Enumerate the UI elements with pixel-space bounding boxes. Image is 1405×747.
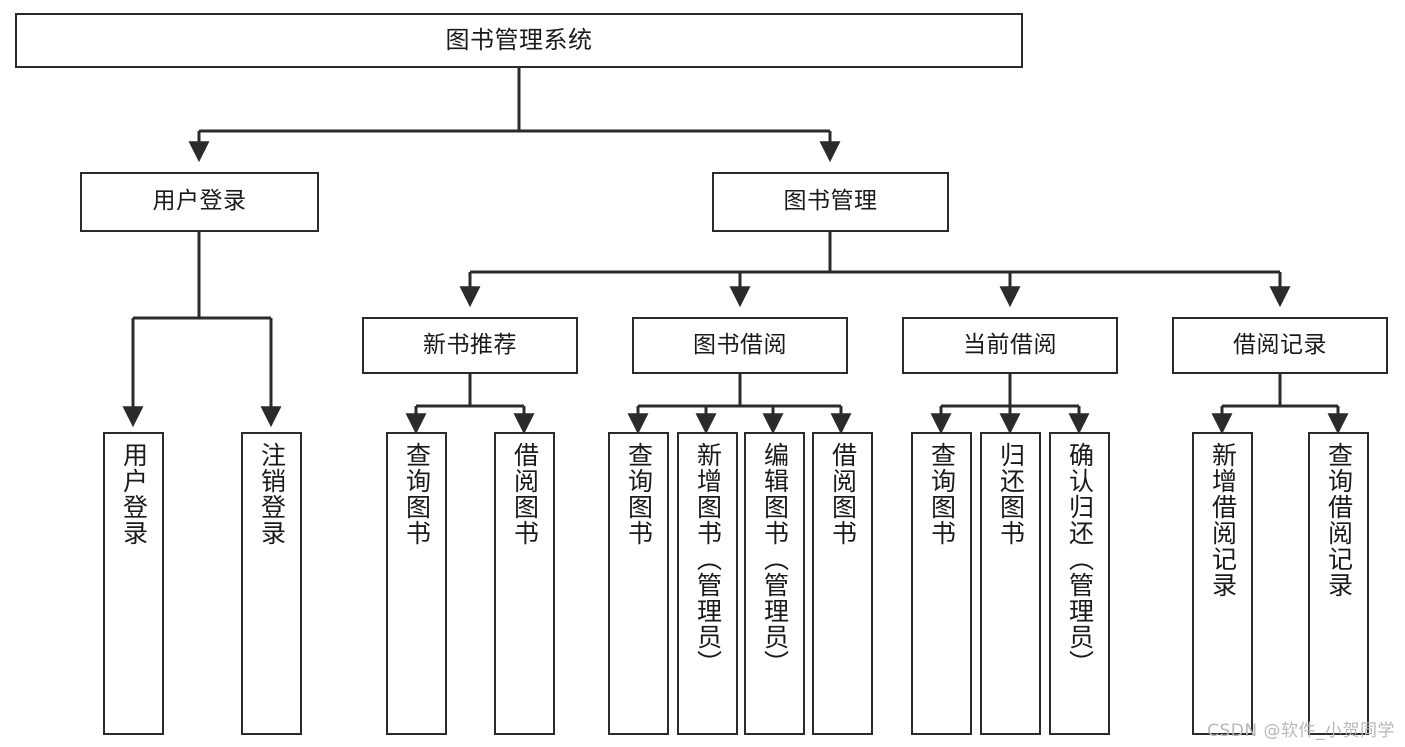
node-book-management-label: 图书管理 bbox=[783, 188, 878, 215]
node-leaf-borrow-book-1[interactable]: 借阅图书 bbox=[494, 432, 555, 735]
node-leaf-confirm-return[interactable]: 确认归还（管理员） bbox=[1049, 432, 1110, 735]
leaf-label: 归还图书 bbox=[996, 442, 1026, 546]
leaf-label: 编辑图书（管理员） bbox=[760, 442, 790, 676]
node-new-book-recommend[interactable]: 新书推荐 bbox=[362, 317, 578, 374]
leaf-label: 借阅图书 bbox=[828, 442, 858, 546]
node-leaf-edit-book[interactable]: 编辑图书（管理员） bbox=[744, 432, 805, 735]
leaf-label: 查询图书 bbox=[927, 442, 957, 546]
leaf-label: 新增借阅记录 bbox=[1208, 442, 1238, 598]
leaf-label: 注销登录 bbox=[257, 442, 287, 546]
leaf-label: 新增图书（管理员） bbox=[693, 442, 723, 676]
node-leaf-borrow-book-2[interactable]: 借阅图书 bbox=[812, 432, 873, 735]
node-leaf-logout-login[interactable]: 注销登录 bbox=[241, 432, 302, 735]
leaf-label: 用户登录 bbox=[119, 442, 149, 546]
leaf-label: 查询图书 bbox=[402, 442, 432, 546]
node-book-borrow-label: 图书借阅 bbox=[693, 331, 787, 358]
node-root[interactable]: 图书管理系统 bbox=[15, 13, 1023, 68]
node-leaf-query-book-2[interactable]: 查询图书 bbox=[608, 432, 669, 735]
node-leaf-query-book-3[interactable]: 查询图书 bbox=[911, 432, 972, 735]
leaf-label: 查询图书 bbox=[624, 442, 654, 546]
node-borrow-record[interactable]: 借阅记录 bbox=[1172, 317, 1388, 374]
node-leaf-query-record[interactable]: 查询借阅记录 bbox=[1308, 432, 1369, 735]
node-leaf-add-record[interactable]: 新增借阅记录 bbox=[1192, 432, 1253, 735]
leaf-label: 确认归还（管理员） bbox=[1065, 442, 1095, 676]
node-new-book-recommend-label: 新书推荐 bbox=[423, 331, 517, 358]
node-book-borrow[interactable]: 图书借阅 bbox=[632, 317, 848, 374]
node-leaf-add-book[interactable]: 新增图书（管理员） bbox=[677, 432, 738, 735]
node-user-login-label: 用户登录 bbox=[152, 188, 247, 215]
node-leaf-return-book[interactable]: 归还图书 bbox=[980, 432, 1041, 735]
node-book-management[interactable]: 图书管理 bbox=[712, 172, 949, 232]
node-root-label: 图书管理系统 bbox=[445, 26, 593, 55]
node-current-borrow-label: 当前借阅 bbox=[963, 331, 1057, 358]
node-leaf-query-book-1[interactable]: 查询图书 bbox=[386, 432, 447, 735]
node-current-borrow[interactable]: 当前借阅 bbox=[902, 317, 1118, 374]
node-leaf-user-login[interactable]: 用户登录 bbox=[103, 432, 164, 735]
node-borrow-record-label: 借阅记录 bbox=[1233, 331, 1327, 358]
leaf-label: 查询借阅记录 bbox=[1324, 442, 1354, 598]
leaf-label: 借阅图书 bbox=[510, 442, 540, 546]
node-user-login[interactable]: 用户登录 bbox=[80, 172, 319, 232]
